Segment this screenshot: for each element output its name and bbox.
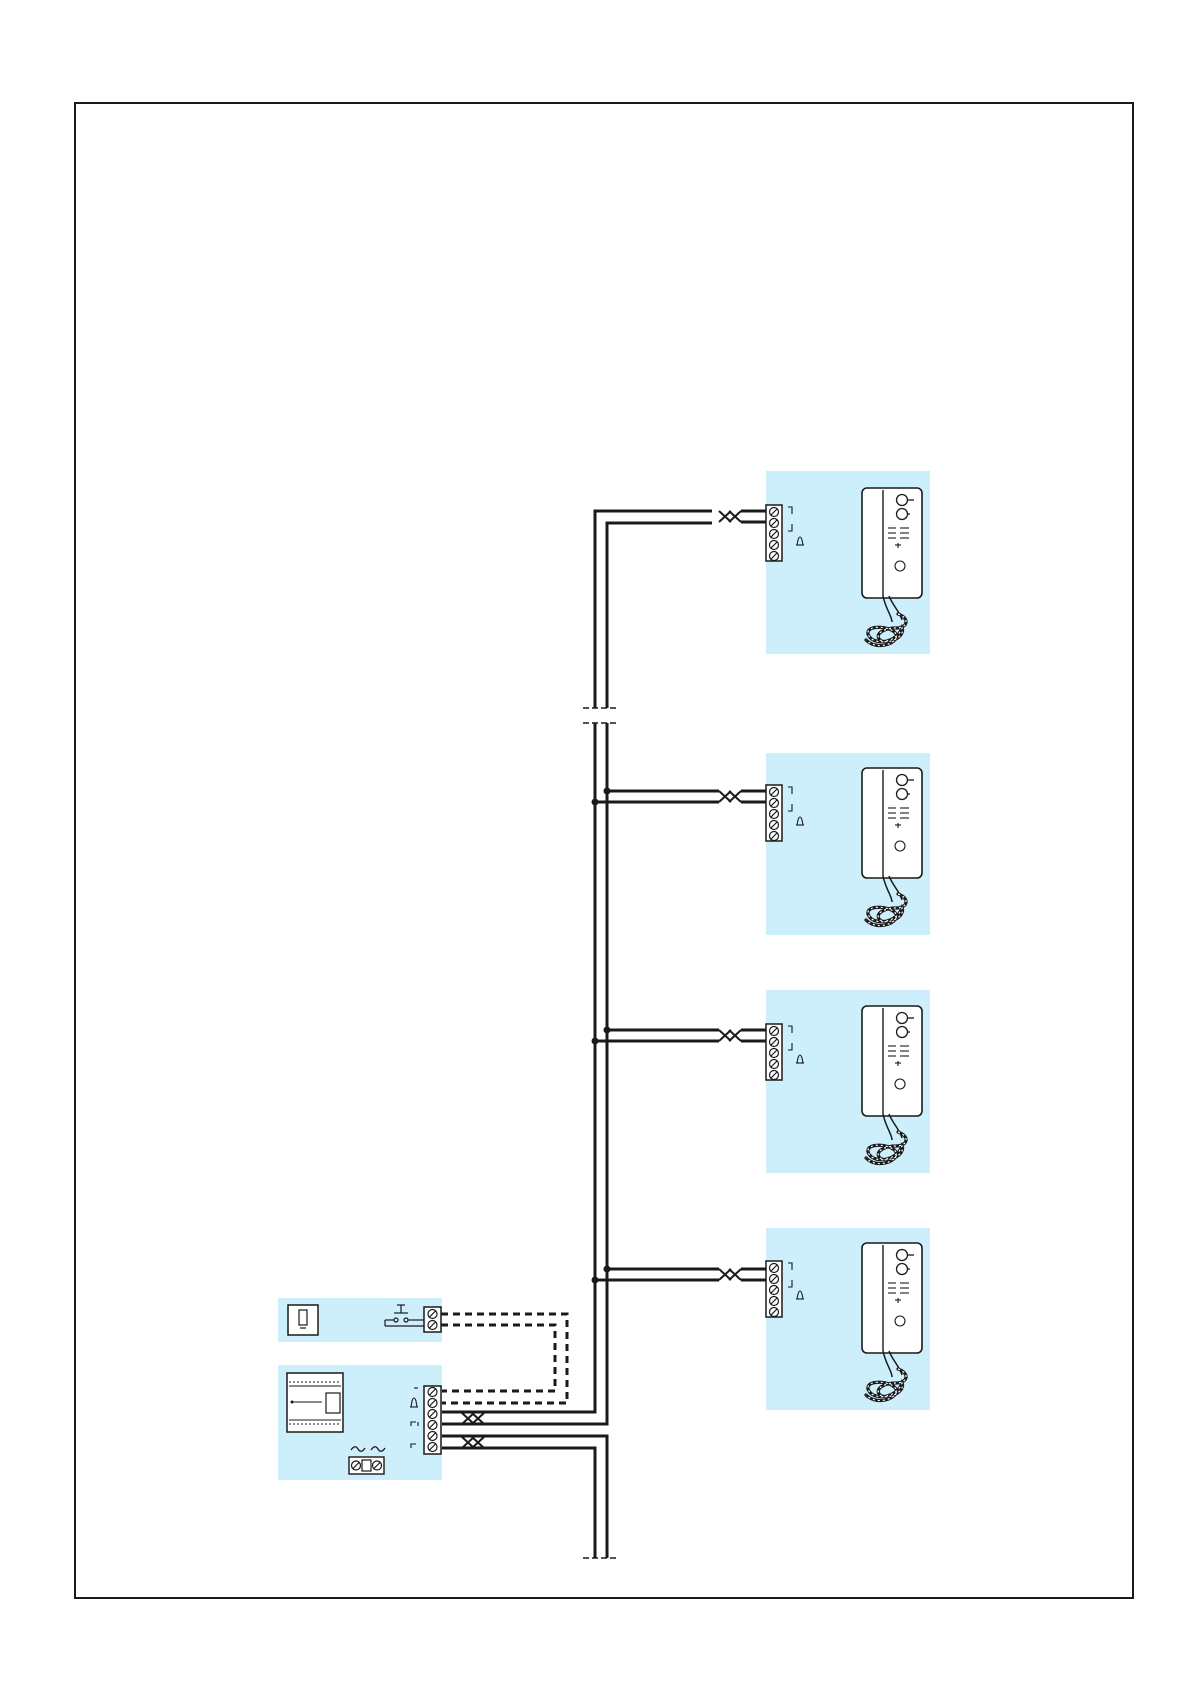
- power-supply-panel: [278, 1365, 442, 1480]
- push-button-wiring: [441, 1314, 567, 1403]
- junction-dot: [592, 1038, 599, 1045]
- diagram-frame: [75, 103, 1133, 1598]
- riser-break-top: [583, 708, 619, 723]
- door-button-panel: [278, 1298, 442, 1342]
- push-button-device: [288, 1305, 318, 1335]
- twisted-pair-marker: [719, 791, 741, 802]
- handset-panel-4: [766, 1228, 930, 1410]
- power-supply-unit: [287, 1373, 343, 1432]
- twisted-pair-marker: [462, 1437, 484, 1448]
- terminal-block: [766, 785, 782, 841]
- terminal-block: [766, 1024, 782, 1080]
- twisted-pair-marker: [462, 1413, 484, 1424]
- terminal-block: [766, 1261, 782, 1317]
- twisted-pair-marker: [719, 1030, 741, 1041]
- twisted-pair-marker: [719, 1269, 741, 1280]
- terminal-block: [766, 505, 782, 561]
- junction-dot: [604, 1266, 611, 1273]
- junction-dot: [604, 788, 611, 795]
- terminal-block: [424, 1307, 441, 1332]
- handset-panel-3: [766, 990, 930, 1173]
- junction-dot: [592, 799, 599, 806]
- ac-supply-terminal: [349, 1457, 384, 1474]
- handset-panel-1: [766, 471, 930, 654]
- handset-panel-2: [766, 753, 930, 935]
- junction-dot: [592, 1277, 599, 1284]
- terminal-block: [424, 1386, 441, 1454]
- twisted-pair-marker: [719, 511, 741, 522]
- junction-dot: [604, 1027, 611, 1034]
- riser-bus: [433, 511, 712, 1558]
